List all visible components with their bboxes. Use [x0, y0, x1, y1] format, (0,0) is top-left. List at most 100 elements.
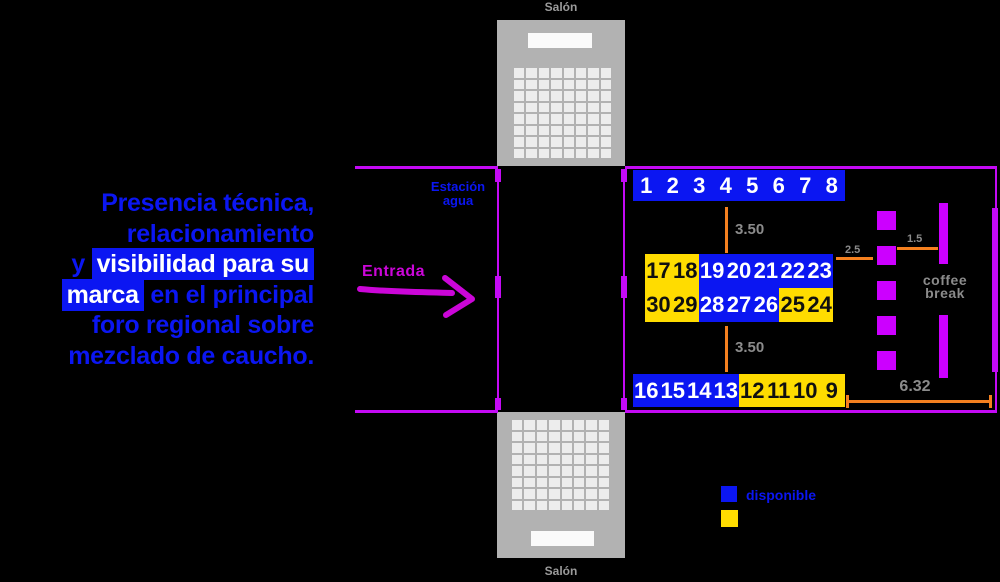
seat-square	[575, 68, 587, 78]
seat-square	[573, 477, 585, 487]
seat-square	[561, 420, 572, 430]
coffee-chair-1	[877, 211, 896, 230]
seat-square	[526, 125, 537, 135]
booth-16: 16	[633, 374, 660, 407]
seat-square	[524, 489, 535, 499]
booth-15: 15	[659, 374, 686, 407]
booth-8: 8	[818, 170, 845, 201]
coffee-chair-5	[877, 351, 896, 370]
dim-cap-6-32-right	[989, 395, 992, 408]
seat-square	[563, 148, 574, 158]
seat-square	[600, 102, 611, 112]
seat-square	[512, 420, 523, 430]
seat-square	[598, 443, 609, 453]
booth-10: 10	[792, 374, 819, 407]
seat-square	[538, 102, 550, 112]
seat-square	[536, 500, 548, 510]
seat-square	[561, 489, 572, 499]
seat-square	[561, 500, 572, 510]
seat-square	[538, 114, 550, 124]
seat-square	[551, 102, 562, 112]
seat-square	[573, 431, 585, 441]
seat-square	[586, 454, 597, 464]
booth-18: 18	[671, 254, 699, 288]
seat-square	[561, 454, 572, 464]
seat-square	[551, 114, 562, 124]
salon-bottom-stage	[531, 531, 594, 546]
seat-square	[600, 114, 611, 124]
seat-square	[514, 68, 525, 78]
seat-square	[575, 79, 587, 89]
seat-square	[573, 466, 585, 476]
salon-bottom-label: Salón	[544, 564, 578, 578]
booth-9: 9	[818, 374, 845, 407]
seat-square	[563, 91, 574, 101]
seat-square	[512, 466, 523, 476]
booth-2: 2	[659, 170, 686, 201]
seat-square	[573, 489, 585, 499]
seat-square	[514, 102, 525, 112]
seat-square	[575, 125, 587, 135]
seat-square	[561, 466, 572, 476]
wall-bottom-left	[355, 410, 498, 413]
headline-line-5: foro regional sobre	[91, 311, 314, 339]
wall-inner-right-nub-mid	[621, 276, 627, 298]
seat-square	[563, 137, 574, 147]
booth-22: 22	[779, 254, 807, 288]
seat-square	[538, 68, 550, 78]
booth-3: 3	[686, 170, 713, 201]
seat-square	[536, 454, 548, 464]
salon-bottom	[497, 412, 625, 558]
seat-square	[586, 420, 597, 430]
salon-top	[497, 20, 625, 166]
booth-1: 1	[633, 170, 660, 201]
seat-square	[588, 148, 599, 158]
booth-7: 7	[792, 170, 819, 201]
seat-square	[586, 500, 597, 510]
seat-square	[561, 477, 572, 487]
booth-27: 27	[725, 288, 753, 322]
seat-square	[551, 68, 562, 78]
seat-square	[588, 125, 599, 135]
wall-right-thick	[992, 208, 998, 372]
seat-square	[524, 477, 535, 487]
salon-bottom-seating-grid	[512, 420, 609, 510]
seat-square	[563, 114, 574, 124]
booth-30: 30	[645, 288, 672, 322]
seat-square	[549, 420, 560, 430]
seat-square	[598, 454, 609, 464]
seat-square	[536, 489, 548, 499]
seat-square	[588, 137, 599, 147]
seat-square	[536, 443, 548, 453]
dim-label-top-gap: 3.50	[735, 221, 765, 238]
booth-11: 11	[765, 374, 792, 407]
seat-square	[586, 489, 597, 499]
seat-square	[563, 125, 574, 135]
seat-square	[549, 477, 560, 487]
seat-square	[575, 91, 587, 101]
seat-square	[573, 500, 585, 510]
salon-top-stage	[528, 33, 592, 48]
legend-available-swatch	[721, 486, 737, 502]
seat-square	[598, 466, 609, 476]
seat-square	[512, 431, 523, 441]
booth-17: 17	[645, 254, 672, 288]
seat-square	[598, 489, 609, 499]
seat-square	[598, 500, 609, 510]
legend-reserved-swatch	[721, 510, 738, 527]
wall-bottom-right	[625, 410, 997, 413]
seat-square	[586, 431, 597, 441]
dim-label-2-5: 2.5	[845, 244, 861, 256]
seat-square	[526, 68, 537, 78]
coffee-table-top	[939, 203, 948, 264]
seat-square	[514, 125, 525, 135]
seat-square	[524, 500, 535, 510]
seat-square	[538, 137, 550, 147]
booth-14: 14	[686, 374, 713, 407]
seat-square	[526, 148, 537, 158]
seat-square	[586, 466, 597, 476]
seat-square	[551, 79, 562, 89]
wall-inner-left-nub-bottom	[495, 398, 501, 410]
